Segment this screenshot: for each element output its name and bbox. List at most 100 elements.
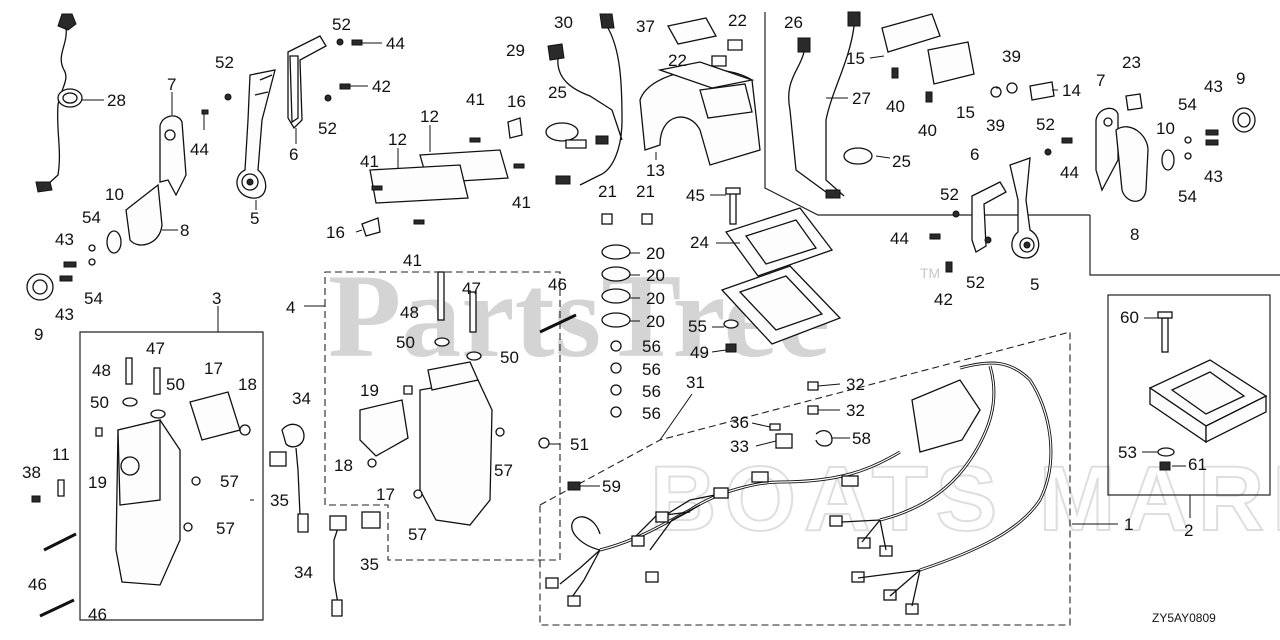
callout-48: 48 [92,361,111,380]
callout-46: 46 [28,575,47,594]
callout-3: 3 [212,289,221,308]
callout-42: 42 [934,290,953,309]
callout-16: 16 [507,92,526,111]
callout-56: 56 [642,382,661,401]
callout-56: 56 [642,360,661,379]
callout-59: 59 [602,477,621,496]
group-boxes [79,12,1280,626]
callout-19: 19 [88,473,107,492]
trim-switch-wire-28 [35,13,104,193]
callout-7: 7 [167,75,176,94]
callout-22: 22 [668,51,687,70]
callout-52: 52 [318,119,337,138]
callout-54: 54 [1178,187,1197,206]
callout-56: 56 [642,404,661,423]
main-harness-31 [545,361,1053,615]
diagram-code: ZY5AY0809 [1152,611,1216,625]
callout-6: 6 [289,145,298,164]
callout-20: 20 [646,289,665,308]
callout-35: 35 [360,555,379,574]
callout-43: 43 [1204,167,1223,186]
watermark-dealer: BOATS MARINE [650,448,1280,550]
bracket-12 [369,125,509,204]
callout-10: 10 [1156,119,1175,138]
callout-21: 21 [636,182,655,201]
callout-54: 54 [82,208,101,227]
control-lever-5-left [236,69,276,210]
callout-13: 13 [646,161,665,180]
callout-25: 25 [548,83,567,102]
callout-40: 40 [918,121,937,140]
callout-11: 11 [52,445,70,464]
callout-22: 22 [728,11,747,30]
control-box-3 [31,357,251,618]
callout-44: 44 [190,140,209,159]
callout-4: 4 [286,298,295,317]
callout-33: 33 [730,437,749,456]
callout-26: 26 [784,13,803,32]
callout-39: 39 [986,116,1005,135]
callout-54: 54 [84,289,103,308]
callout-8: 8 [180,221,189,240]
callout-12: 12 [388,130,407,149]
callout-23: 23 [1122,53,1141,72]
callout-19: 19 [360,381,379,400]
callout-34: 34 [292,389,311,408]
callout-50: 50 [500,348,519,367]
callout-15: 15 [846,49,865,68]
lever-handle-6-left [287,35,327,144]
callout-53: 53 [1118,443,1137,462]
callout-14: 14 [1062,81,1081,100]
callout-36: 36 [730,413,749,432]
callout-18: 18 [238,375,257,394]
callout-42: 42 [372,77,391,96]
callout-16: 16 [326,223,345,242]
callout-47: 47 [462,279,481,298]
callout-30: 30 [554,13,573,32]
callout-12: 12 [420,107,439,126]
callout-24: 24 [690,233,709,252]
callout-43: 43 [55,230,74,249]
callout-55: 55 [688,317,707,336]
callout-57: 57 [216,519,235,538]
callout-58: 58 [852,429,871,448]
lever-plate-7-left [159,92,187,197]
control-lever-5-right [1009,157,1040,259]
lever-plate-7-right [1095,107,1119,192]
watermark-trademark: TM [920,265,940,281]
callout-5: 5 [250,209,259,228]
control-box-4 [359,271,505,526]
callout-17: 17 [376,485,395,504]
callout-41: 41 [360,152,379,171]
wire-harness-30-29 [547,13,623,186]
callout-57: 57 [220,472,239,491]
callout-32: 32 [846,401,865,420]
wire-harness-26-27 [788,11,861,199]
callout-57: 57 [408,525,427,544]
callout-57: 57 [494,461,513,480]
callout-31: 31 [686,373,705,392]
callout-18: 18 [334,456,353,475]
callout-41: 41 [512,193,531,212]
control-cover-13 [639,61,761,166]
callout-7: 7 [1096,71,1105,90]
callout-50: 50 [396,333,415,352]
callout-52: 52 [966,273,985,292]
callout-34: 34 [294,563,313,582]
callout-37: 37 [636,17,655,36]
callout-9: 9 [1236,69,1245,88]
callout-27: 27 [852,89,871,108]
callout-52: 52 [1036,115,1055,134]
callout-52: 52 [332,15,351,34]
callout-44: 44 [386,34,405,53]
callout-40: 40 [886,97,905,116]
callout-28: 28 [107,91,126,110]
callout-46: 46 [88,605,107,624]
callout-41: 41 [466,90,485,109]
callout-20: 20 [646,312,665,331]
callout-35: 35 [270,491,289,510]
callout-10: 10 [105,185,124,204]
callout-25: 25 [892,152,911,171]
callout-43: 43 [55,305,74,324]
callout-8: 8 [1130,225,1139,244]
